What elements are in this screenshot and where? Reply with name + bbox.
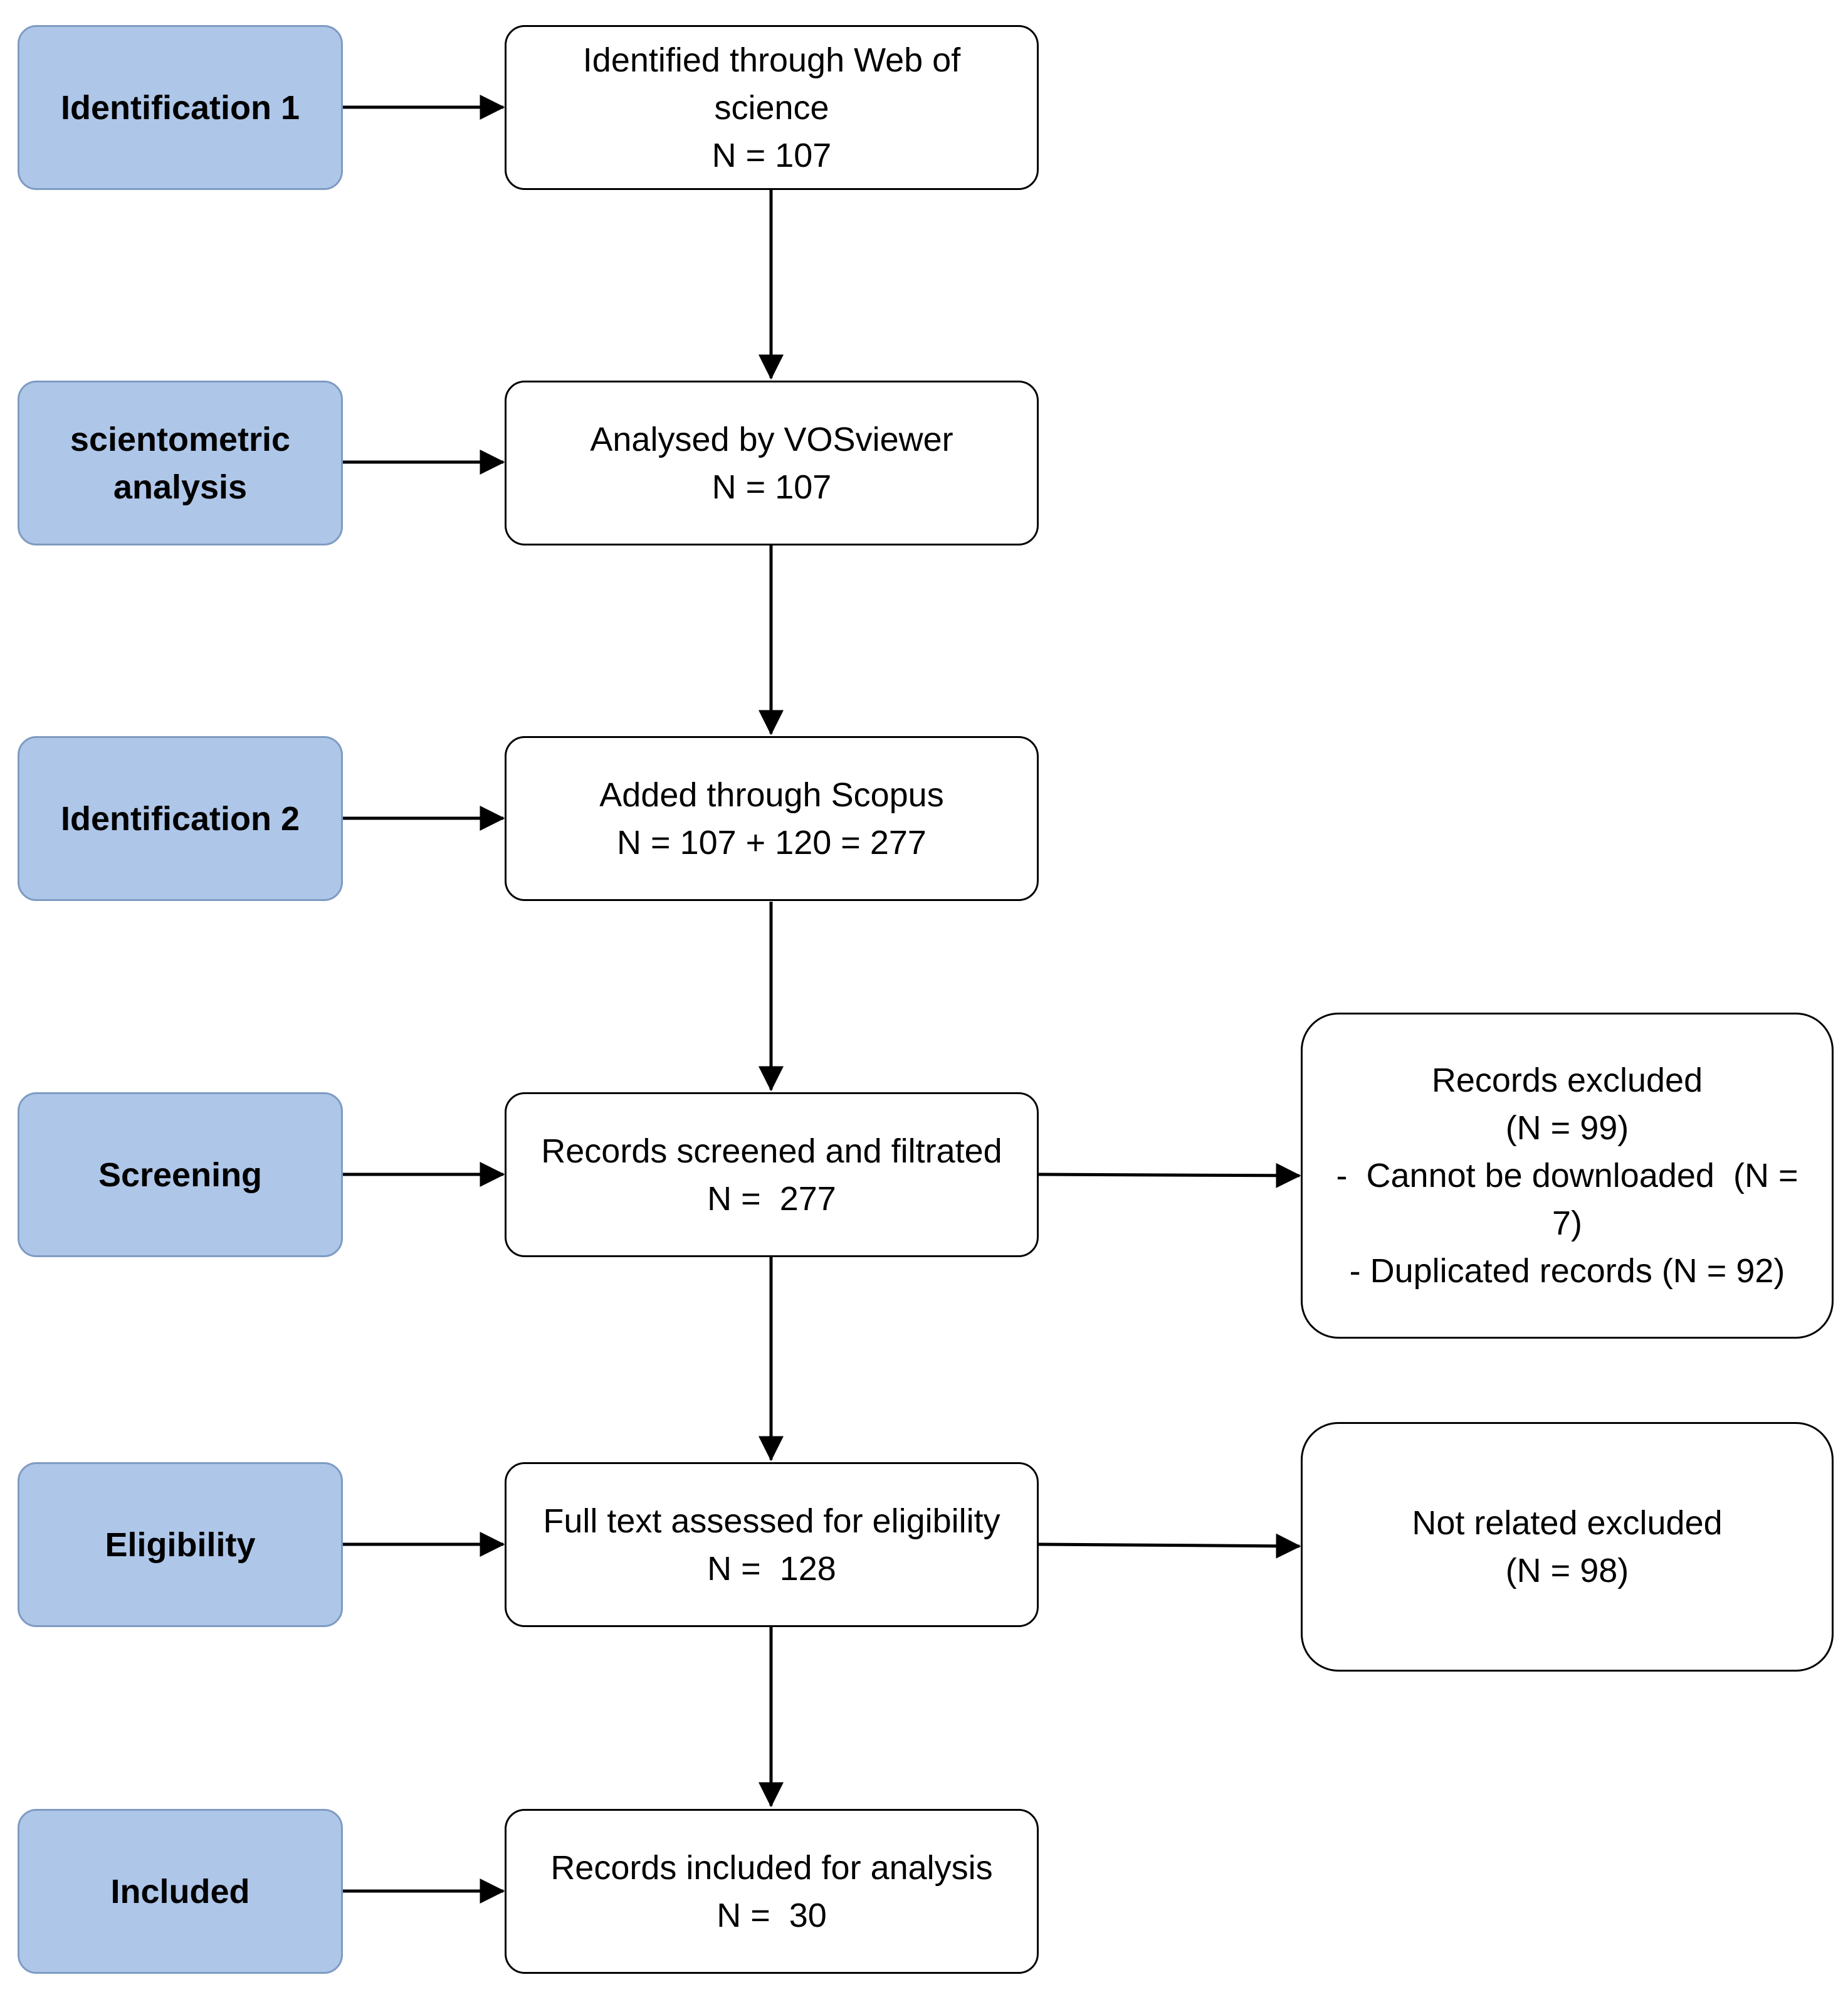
flow-box-count: N = 107: [711, 468, 832, 506]
stage-label: Identification 1: [60, 88, 300, 127]
arrow-to-not-related-excluded: [1038, 1533, 1301, 1559]
records-excluded-title: Records excluded: [1431, 1062, 1703, 1099]
stage-label: Included: [110, 1872, 250, 1910]
not-related-excluded-box: Not related excluded (N = 98): [1301, 1422, 1834, 1672]
flow-box-text: Analysed by VOSviewer: [590, 420, 953, 458]
records-excluded-count: (N = 99): [1505, 1109, 1629, 1147]
flow-box-scopus: Added through Scopus N = 107 + 120 = 277: [505, 736, 1039, 901]
flow-box-full-text: Full text assessed for eligibility N = 1…: [505, 1462, 1039, 1627]
records-excluded-box: Records excluded (N = 99) - Cannot be do…: [1301, 1013, 1834, 1339]
arrow-to-records-excluded: [1038, 1162, 1301, 1188]
stage-label: Identification 2: [60, 799, 300, 838]
flow-box-screened: Records screened and filtrated N = 277: [505, 1092, 1039, 1257]
stage-label: Screening: [98, 1156, 263, 1194]
stage-screening: Screening: [18, 1092, 343, 1257]
stage-label: scientometric analysis: [70, 420, 291, 506]
flow-box-text: Added through Scopus: [599, 776, 944, 814]
flow-box-count: N = 128: [707, 1549, 836, 1588]
flow-box-text: Identified through Web of science: [582, 41, 961, 127]
flow-box-count: N = 30: [717, 1896, 827, 1934]
stage-included: Included: [18, 1809, 343, 1974]
flow-box-web-of-science: Identified through Web of science N = 10…: [505, 25, 1039, 190]
flow-box-text: Records included for analysis: [550, 1848, 993, 1887]
not-related-excluded-title: Not related excluded: [1412, 1504, 1723, 1542]
flow-box-text: Full text assessed for eligibility: [543, 1502, 1000, 1540]
stage-identification-2: Identification 2: [18, 736, 343, 901]
flow-box-count: N = 107 + 120 = 277: [617, 823, 927, 862]
stage-label: Eligibility: [105, 1526, 256, 1564]
flow-box-vosviewer: Analysed by VOSviewer N = 107: [505, 381, 1039, 545]
flow-box-text: Records screened and filtrated: [541, 1132, 1002, 1170]
not-related-excluded-count: (N = 98): [1505, 1552, 1629, 1589]
stage-identification-1: Identification 1: [18, 25, 343, 190]
flow-box-included: Records included for analysis N = 30: [505, 1809, 1039, 1974]
stage-eligibility: Eligibility: [18, 1462, 343, 1627]
flow-box-count: N = 277: [707, 1179, 836, 1218]
flow-box-count: N = 107: [711, 136, 832, 174]
stage-scientometric-analysis: scientometric analysis: [18, 381, 343, 545]
exclusion-reason-duplicated: - Duplicated records (N = 92): [1349, 1252, 1785, 1290]
exclusion-reason-cannot-download: - Cannot be downloaded (N = 7): [1336, 1157, 1808, 1242]
